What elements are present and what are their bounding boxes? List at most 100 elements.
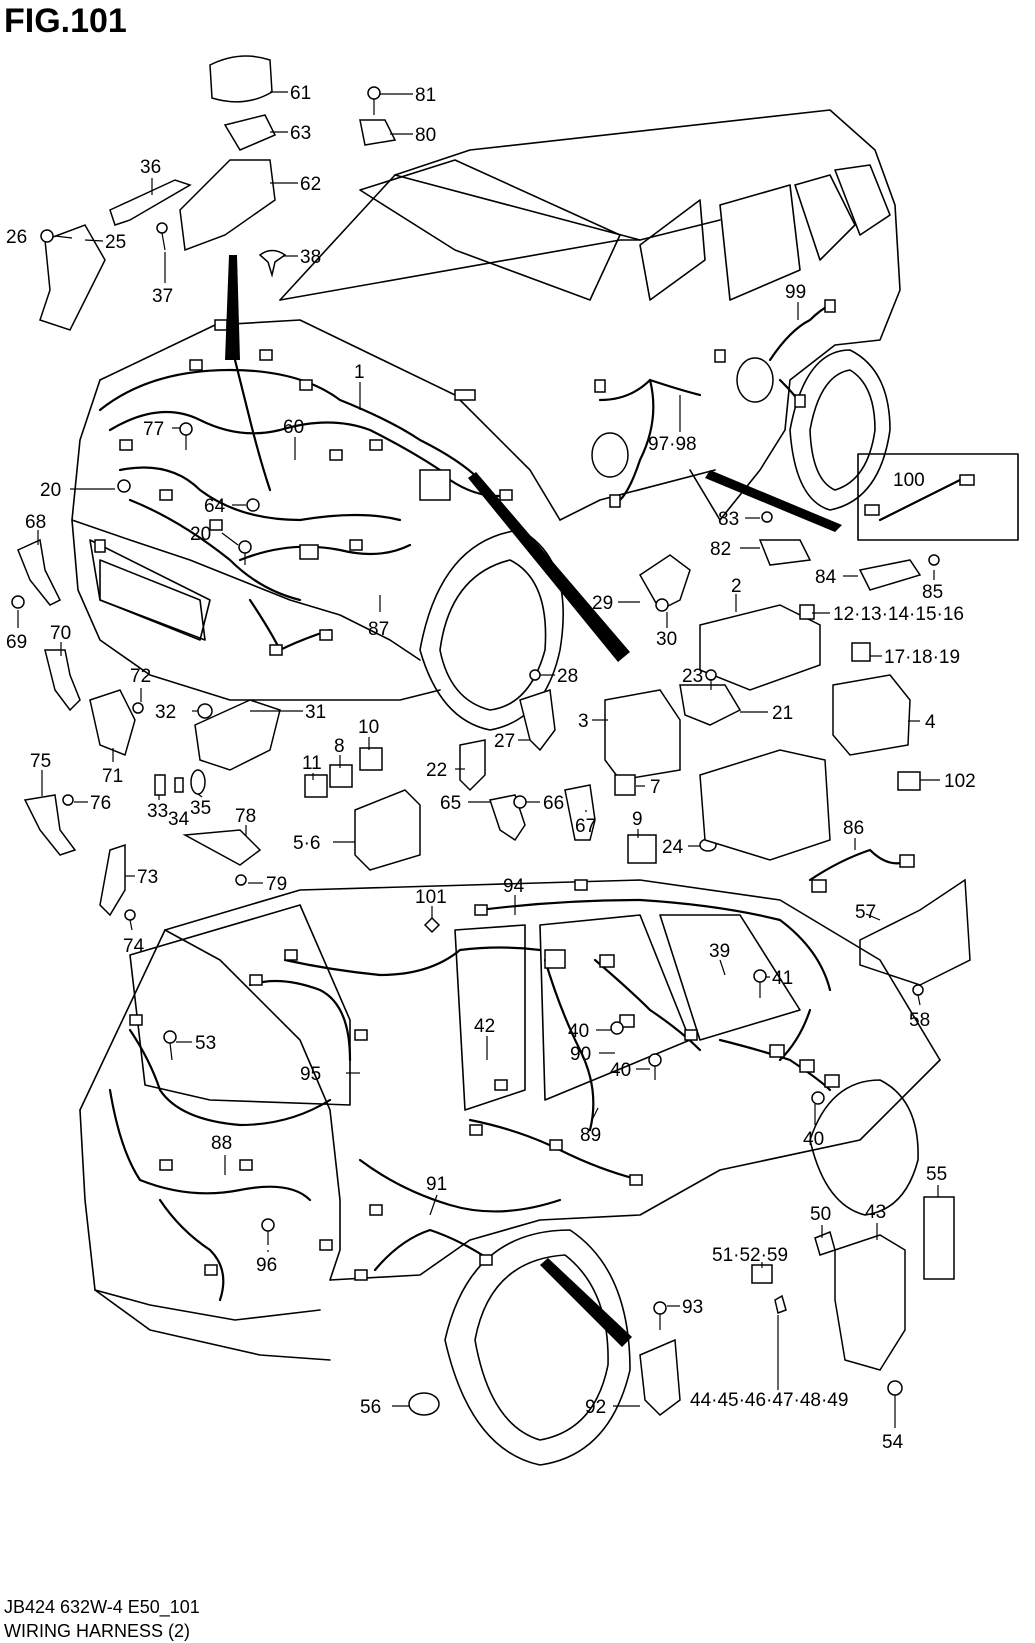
callout-50: 50	[810, 1204, 831, 1225]
callout-88: 88	[211, 1133, 232, 1154]
callout-20-upper: 20	[40, 480, 61, 501]
callout-3: 3	[578, 711, 589, 732]
callout-81: 81	[415, 85, 436, 106]
callout-70: 70	[50, 623, 71, 644]
callout-26: 26	[6, 227, 27, 248]
callout-58: 58	[909, 1010, 930, 1031]
part-100-detail-frame	[857, 453, 1019, 541]
callout-4: 4	[925, 712, 936, 733]
callout-23: 23	[682, 666, 703, 687]
callout-91: 91	[426, 1174, 447, 1195]
callout-93: 93	[682, 1297, 703, 1318]
callout-60: 60	[283, 417, 304, 438]
footer-caption: WIRING HARNESS (2)	[4, 1621, 191, 1641]
callout-73: 73	[137, 867, 158, 888]
callout-37: 37	[152, 286, 173, 307]
callout-67: 67	[575, 816, 596, 837]
loose-parts-lower	[163, 916, 955, 1416]
callout-89: 89	[580, 1125, 601, 1146]
callout-1: 1	[354, 362, 365, 383]
figure-footer: JB424 632W-4 E50_101 WIRING HARNESS (2)	[4, 1595, 200, 1643]
callout-79: 79	[266, 874, 287, 895]
rear-harness-connectors	[129, 879, 840, 1281]
callout-87: 87	[368, 619, 389, 640]
loose-parts-upper	[11, 55, 971, 996]
callout-66: 66	[543, 793, 564, 814]
callout-61: 61	[290, 83, 311, 104]
callout-86: 86	[843, 818, 864, 839]
callout-40-middle: 40	[610, 1060, 631, 1081]
callout-7: 7	[650, 777, 661, 798]
callout-75: 75	[30, 751, 51, 772]
callout-36: 36	[140, 157, 161, 178]
callout-9: 9	[632, 809, 643, 830]
callout-63: 63	[290, 123, 311, 144]
callout-83: 83	[718, 509, 739, 530]
callout-27: 27	[494, 731, 515, 752]
callout-80: 80	[415, 125, 436, 146]
callout-57: 57	[855, 902, 876, 923]
callout-65: 65	[440, 793, 461, 814]
callout-29: 29	[592, 593, 613, 614]
callout-42: 42	[474, 1016, 495, 1037]
callout-28: 28	[557, 666, 578, 687]
callout-102: 102	[944, 771, 976, 792]
callout-labels: 61 81 63 80 36 62 26 25 38 37 99 1 77 60…	[6, 83, 976, 1453]
callout-41: 41	[772, 968, 793, 989]
callout-101: 101	[415, 887, 447, 908]
callout-76: 76	[90, 793, 111, 814]
callout-17-19: 17·18·19	[884, 647, 960, 668]
callout-22: 22	[426, 760, 447, 781]
callout-53: 53	[195, 1033, 216, 1054]
callout-90: 90	[570, 1044, 591, 1065]
callout-54: 54	[882, 1432, 904, 1453]
callout-43: 43	[865, 1202, 886, 1223]
callout-12-16: 12·13·14·15·16	[833, 604, 964, 625]
callout-56: 56	[360, 1397, 381, 1418]
callout-35: 35	[190, 798, 211, 819]
callout-99: 99	[785, 282, 806, 303]
callout-33: 33	[147, 801, 168, 822]
front-harness-connectors	[94, 299, 975, 656]
front-pointer-wedges	[225, 255, 842, 662]
rear-vehicle-body	[79, 879, 941, 1466]
callout-82: 82	[710, 539, 731, 560]
callout-21: 21	[772, 703, 793, 724]
callout-85: 85	[922, 582, 943, 603]
callout-24: 24	[662, 837, 684, 858]
front-vehicle-body	[71, 109, 901, 731]
callout-20-lower: 20	[190, 524, 211, 545]
callout-2: 2	[731, 576, 742, 597]
callout-100: 100	[893, 470, 925, 491]
rear-pointer-wedge	[540, 1258, 632, 1347]
callout-55: 55	[926, 1164, 947, 1185]
callout-92: 92	[585, 1397, 606, 1418]
front-wiring-harness	[98, 303, 962, 652]
callout-77: 77	[143, 419, 164, 440]
leader-lines	[17, 91, 940, 1428]
callout-84: 84	[815, 567, 837, 588]
callout-31: 31	[305, 702, 326, 723]
callout-11: 11	[302, 753, 322, 774]
callout-69: 69	[6, 632, 27, 653]
callout-64: 64	[204, 496, 226, 517]
callout-97-98: 97·98	[648, 434, 697, 455]
callout-62: 62	[300, 174, 321, 195]
callout-94: 94	[503, 876, 525, 897]
callout-72: 72	[130, 666, 151, 687]
callout-25: 25	[105, 232, 126, 253]
callout-40-lower: 40	[803, 1129, 824, 1150]
callout-78: 78	[235, 806, 256, 827]
callout-8: 8	[334, 736, 345, 757]
callout-39: 39	[709, 941, 730, 962]
footer-code: JB424 632W-4 E50_101	[4, 1597, 200, 1617]
figure-title: FIG.101	[4, 2, 127, 40]
callout-95: 95	[300, 1064, 321, 1085]
callout-32: 32	[155, 702, 176, 723]
callout-74: 74	[123, 936, 145, 957]
callout-5-6: 5·6	[293, 833, 320, 854]
callout-51-52-59: 51·52·59	[712, 1245, 788, 1266]
callout-38: 38	[300, 247, 321, 268]
callout-30: 30	[656, 629, 677, 650]
